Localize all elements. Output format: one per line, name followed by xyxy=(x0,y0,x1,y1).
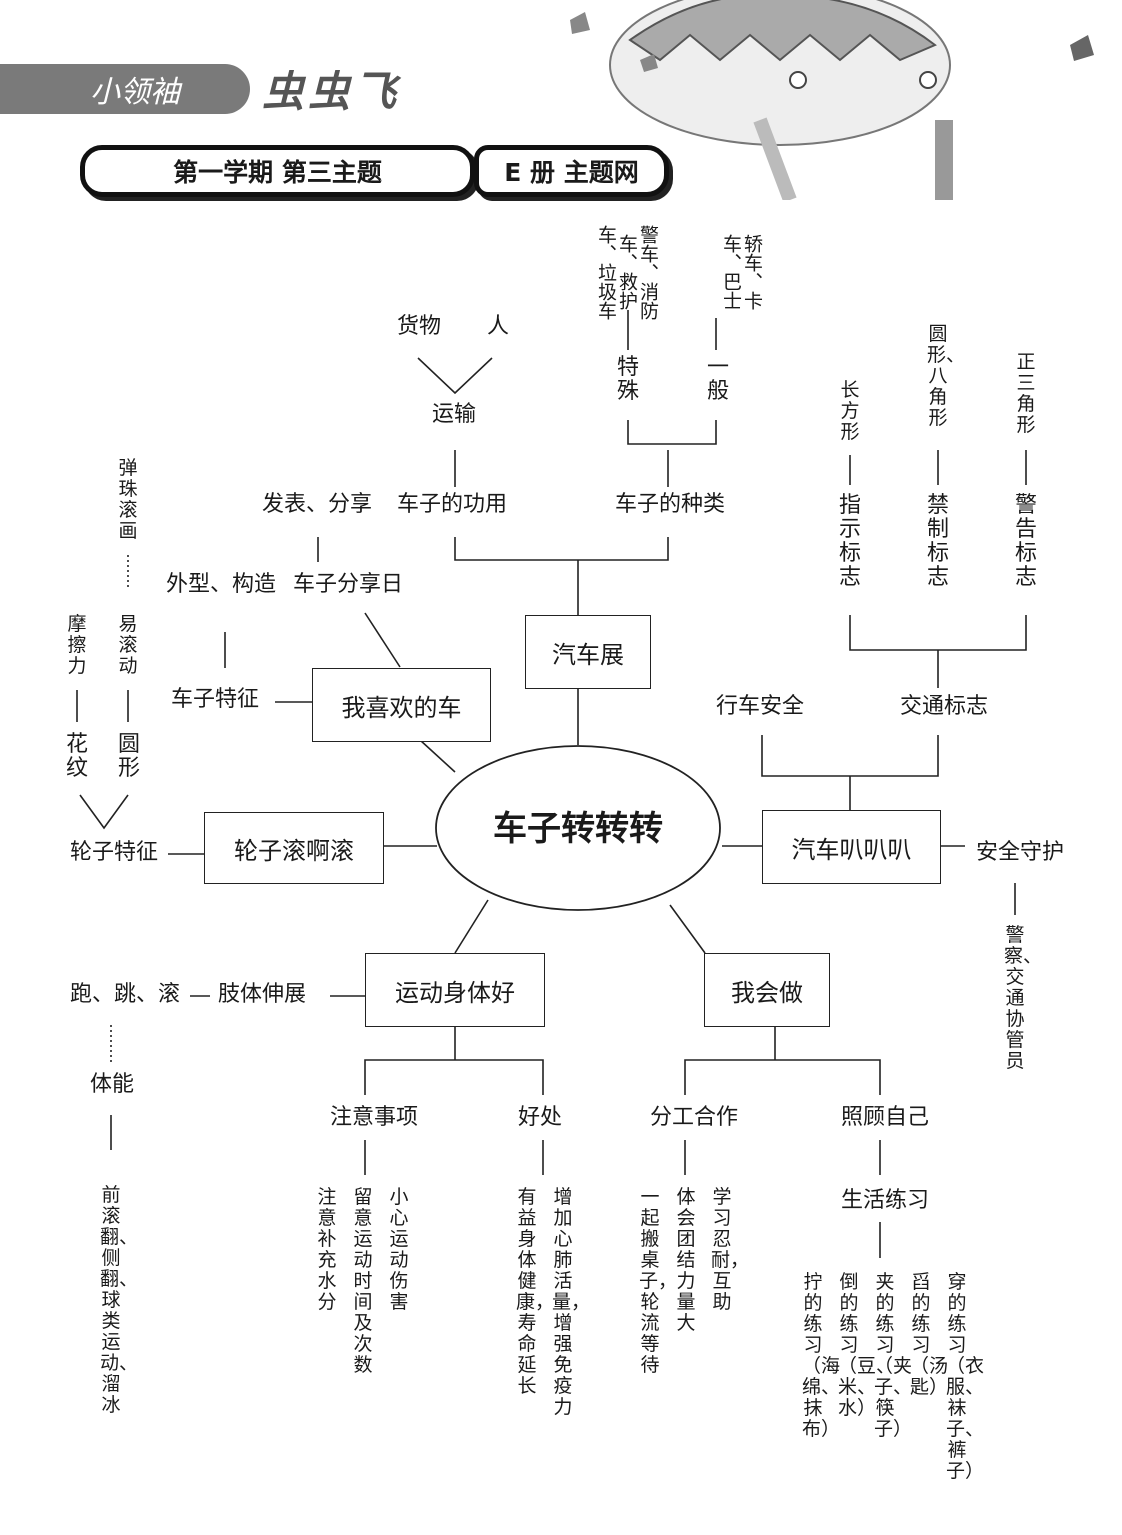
node-share-day: 车子分享日 xyxy=(293,572,404,597)
branch-my-car: 我喜欢的车 xyxy=(312,668,491,742)
node-note-2: 留意运动时间及次数 xyxy=(353,1186,373,1376)
node-ban-sign: 禁制标志 xyxy=(926,493,949,590)
node-self-care: 照顾自己 xyxy=(841,1105,930,1130)
node-people: 人 xyxy=(487,314,510,339)
node-traffic-signs: 交通标志 xyxy=(900,694,989,719)
node-car-types: 车子的种类 xyxy=(615,492,726,517)
node-marble: 弹珠滚画 xyxy=(118,457,138,542)
branch-wheels: 轮子滚啊滚 xyxy=(204,812,384,884)
node-practice-4: 倒的练习（豆、米、水） xyxy=(838,1271,896,1419)
branch-sports: 运动身体好 xyxy=(365,953,545,1027)
node-note-1: 小心运动伤害 xyxy=(389,1186,409,1313)
node-ban-shape: 圆形、八角形 xyxy=(927,323,966,429)
node-guard: 安全守护 xyxy=(976,840,1065,865)
node-warn-shape: 正三角形 xyxy=(1016,351,1036,436)
node-guard-items: 警察、交通协管员 xyxy=(1004,924,1043,1072)
node-life-practice: 生活练习 xyxy=(841,1188,930,1213)
branch-horn: 汽车叭叭叭 xyxy=(762,810,941,884)
node-notes: 注意事项 xyxy=(330,1105,419,1130)
node-team-2: 体会团结力量大 xyxy=(676,1186,696,1334)
node-practice-1: 穿的练习（衣服、袜子、裤子） xyxy=(946,1271,985,1482)
node-practice-5: 拧的练习（海绵、抹布） xyxy=(802,1271,841,1440)
node-practice-3: 夹的练习（夹子、筷子） xyxy=(874,1271,913,1440)
branch-car-show: 汽车展 xyxy=(525,615,651,689)
node-roll: 易滚动 xyxy=(118,613,138,677)
book-label: E 册 主题网 xyxy=(474,145,669,197)
node-wheel-feature: 轮子特征 xyxy=(70,840,159,865)
node-team-3: 一起搬桌子，轮流等待 xyxy=(639,1186,678,1376)
node-car-function: 车子的功用 xyxy=(397,492,508,517)
node-guide-sign: 指示标志 xyxy=(838,493,861,590)
brand-text: 小领袖 xyxy=(90,75,180,110)
center-topic: 车子转转转 xyxy=(493,809,663,849)
node-share: 发表、分享 xyxy=(262,492,373,517)
node-benefit-2: 有益身体健康，寿命延长 xyxy=(516,1186,555,1397)
node-run-jump: 跑、跳、滚 xyxy=(70,982,181,1007)
branch-can-do: 我会做 xyxy=(704,953,830,1027)
node-team-1: 学习忍耐，互助 xyxy=(711,1186,750,1313)
brand-subtitle: 虫虫飞 xyxy=(262,67,401,116)
node-car-feature: 车子特征 xyxy=(171,687,260,712)
node-fitness: 体能 xyxy=(90,1072,135,1097)
node-benefit-1: 增加心肺活量，增强免疫力 xyxy=(552,1186,591,1418)
node-transport: 运输 xyxy=(432,402,477,427)
semester-label: 第一学期 第三主题 xyxy=(80,145,475,197)
node-round: 圆形 xyxy=(117,732,140,781)
node-benefits: 好处 xyxy=(518,1105,563,1130)
brand-badge: 小领袖 xyxy=(0,64,250,114)
node-practice-2: 舀的练习（汤匙） xyxy=(910,1271,949,1398)
node-special: 特殊 xyxy=(616,355,639,404)
node-teamwork: 分工合作 xyxy=(650,1105,739,1130)
node-shape: 外型、构造 xyxy=(166,572,277,597)
node-safe-driving: 行车安全 xyxy=(716,694,805,719)
node-goods: 货物 xyxy=(397,314,442,339)
node-pattern: 花纹 xyxy=(65,732,88,781)
center-ellipse xyxy=(435,745,721,911)
cartoon-illustration xyxy=(570,0,1094,200)
node-friction: 摩擦力 xyxy=(67,613,87,677)
semester-text: 第一学期 第三主题 xyxy=(173,158,382,187)
node-note-3: 注意补充水分 xyxy=(317,1186,337,1313)
node-guide-shape: 长方形 xyxy=(840,379,860,443)
node-general-items: 轿车、卡车、巴士 xyxy=(720,234,763,310)
node-stretch: 肢体伸展 xyxy=(218,982,307,1007)
node-general: 一般 xyxy=(706,355,729,404)
node-special-items: 警车、消防车、救护车、垃圾车 xyxy=(595,224,659,320)
node-warn-sign: 警告标志 xyxy=(1014,493,1037,590)
book-text: E 册 主题网 xyxy=(504,158,639,187)
node-fitness-items: 前滚翻、侧翻、球类运动、溜冰 xyxy=(100,1184,139,1416)
